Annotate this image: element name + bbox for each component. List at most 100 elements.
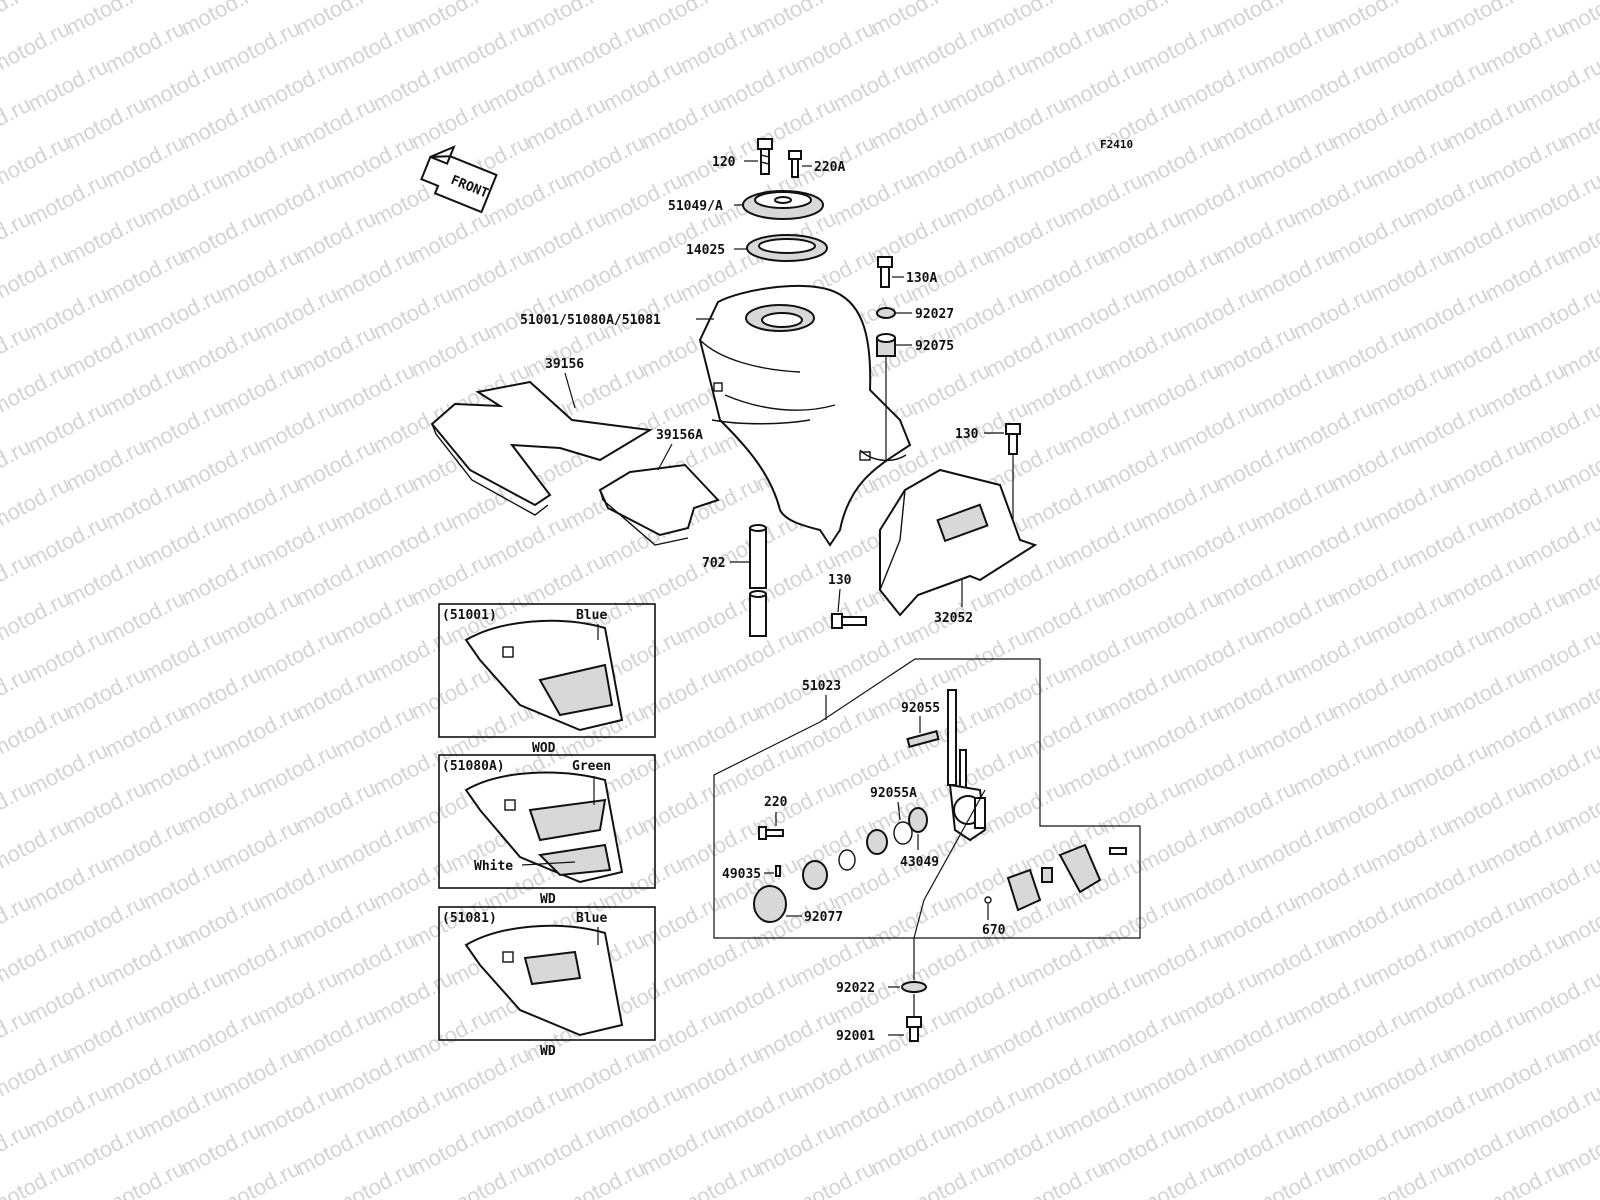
watermark-text: motod.ru: [906, 130, 994, 193]
watermark-text: motod.ru: [1136, 472, 1224, 535]
watermark-text: motod.ru: [331, 1156, 419, 1200]
watermark-text: motod.ru: [216, 358, 304, 421]
watermark-text: motod.ru: [1327, 548, 1415, 611]
watermark-text: motod.ru: [407, 92, 495, 155]
watermark-text: motod.ru: [944, 966, 1032, 1029]
watermark-text: motod.ru: [1251, 814, 1339, 877]
watermark-text: motod.ru: [791, 814, 879, 877]
watermark-text: motod.ru: [0, 16, 74, 79]
watermark-text: motod.ru: [139, 396, 227, 459]
variant-2-color: Green: [572, 759, 611, 774]
watermark-text: motod.ru: [1059, 168, 1147, 231]
watermark-text: motod.ru: [101, 244, 189, 307]
watermark-text: motod.ru: [1442, 890, 1530, 953]
watermark-text: motod.ru: [1174, 852, 1262, 915]
watermark-text: motod.ru: [1327, 890, 1415, 953]
label-92077: 92077: [804, 910, 843, 925]
watermark-text: motod.ru: [62, 0, 150, 40]
watermark-text: motod.ru: [331, 814, 419, 877]
bracket-32052: [879, 468, 1038, 617]
oring-92055A: [893, 821, 913, 845]
watermark-text: motod.ru: [216, 130, 304, 193]
label-51001set: 51001/51080A/51081: [520, 313, 661, 328]
watermark-text: motod.ru: [637, 0, 725, 40]
variant-panel-1: (51001) Blue WOD: [438, 603, 656, 756]
label-51023: 51023: [802, 679, 841, 694]
watermark-text: motod.ru: [1212, 776, 1300, 839]
watermark-text: motod.ru: [1404, 852, 1492, 915]
watermark-text: motod.ru: [292, 0, 380, 40]
watermark-text: motod.ru: [676, 1156, 764, 1200]
watermark-text: motod.ru: [982, 206, 1070, 269]
watermark-text: motod.ru: [331, 358, 419, 421]
watermark-text: motod.ru: [1021, 244, 1109, 307]
variant-2-code: (51080A): [442, 759, 505, 774]
watermark-text: motod.ru: [446, 244, 534, 307]
washer-92027: [876, 307, 896, 319]
watermark-text: motod.ru: [1481, 928, 1569, 991]
watermark-text: motod.ru: [714, 966, 802, 1029]
label-49035: 49035: [722, 867, 761, 882]
watermark-text: motod.ru: [1289, 966, 1377, 1029]
watermark-text: motod.ru: [1136, 928, 1224, 991]
watermark-text: motod.ru: [676, 700, 764, 763]
watermark-text: motod.ru: [177, 548, 265, 611]
watermark-text: motod.ru: [101, 472, 189, 535]
label-43049: 43049: [900, 855, 939, 870]
watermark-text: motod.ru: [1212, 662, 1300, 725]
watermark-text: motod.ru: [599, 54, 687, 117]
watermark-text: motod.ru: [407, 206, 495, 269]
watermark-text: motod.ru: [484, 54, 572, 117]
watermark-text: motod.ru: [254, 168, 342, 231]
variant-1-color: Blue: [576, 608, 607, 623]
watermark-text: motod.ru: [1097, 434, 1185, 497]
watermark-text: motod.ru: [1519, 396, 1600, 459]
watermark-text: motod.ru: [1251, 358, 1339, 421]
watermark-text: motod.ru: [791, 16, 879, 79]
watermark-text: motod.ru: [1021, 130, 1109, 193]
watermark-text: motod.ru: [1289, 1080, 1377, 1143]
watermark-text: motod.ru: [1327, 0, 1415, 40]
watermark-text: motod.ru: [254, 966, 342, 1029]
watermark-text: motod.ru: [139, 54, 227, 117]
watermark-text: motod.ru: [867, 890, 955, 953]
watermark-text: motod.ru: [1059, 510, 1147, 573]
watermark-text: motod.ru: [1404, 54, 1492, 117]
watermark-text: motod.ru: [791, 1156, 879, 1200]
watermark-text: motod.ru: [1481, 1042, 1569, 1105]
watermark-text: motod.ru: [292, 548, 380, 611]
watermark-text: motod.ru: [407, 662, 495, 725]
watermark-text: motod.ru: [1059, 1080, 1147, 1143]
watermark-text: motod.ru: [177, 434, 265, 497]
watermark-text: motod.ru: [1481, 586, 1569, 649]
watermark-text: motod.ru: [1021, 1042, 1109, 1105]
watermark-text: motod.ru: [1136, 130, 1224, 193]
watermark-text: motod.ru: [62, 776, 150, 839]
watermark-text: motod.ru: [1212, 320, 1300, 383]
watermark-text: motod.ru: [1519, 852, 1600, 915]
pad-39156: [430, 380, 653, 516]
watermark-text: motod.ru: [216, 244, 304, 307]
watermark-text: motod.ru: [1289, 738, 1377, 801]
watermark-text: motod.ru: [1059, 624, 1147, 687]
watermark-text: motod.ru: [791, 700, 879, 763]
watermark-text: motod.ru: [522, 0, 610, 40]
watermark-text: motod.ru: [62, 92, 150, 155]
watermark-text: motod.ru: [637, 92, 725, 155]
bolt-92001: [906, 1016, 922, 1042]
watermark-text: motod.ru: [1097, 548, 1185, 611]
watermark-text: motod.ru: [982, 1118, 1070, 1181]
watermark-text: motod.ru: [1174, 1080, 1262, 1143]
watermark-text: motod.ru: [292, 890, 380, 953]
watermark-text: motod.ru: [1404, 396, 1492, 459]
label-220: 220: [764, 795, 788, 810]
watermark-text: motod.ru: [216, 928, 304, 991]
watermark-text: motod.ru: [1289, 168, 1377, 231]
watermark-text: motod.ru: [944, 624, 1032, 687]
watermark-text: motod.ru: [1442, 320, 1530, 383]
watermark-text: motod.ru: [254, 282, 342, 345]
watermark-text: motod.ru: [522, 206, 610, 269]
watermark-text: motod.ru: [1251, 1156, 1339, 1200]
watermark-text: motod.ru: [407, 320, 495, 383]
watermark-text: motod.ru: [1289, 510, 1377, 573]
